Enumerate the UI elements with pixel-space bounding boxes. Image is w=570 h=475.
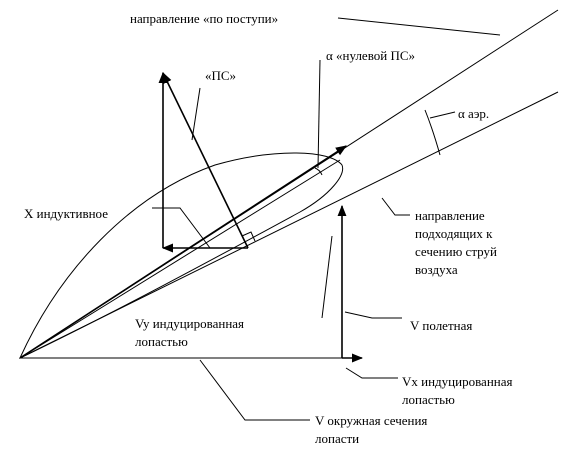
label-v-circumferential-1: V окружная сечения <box>315 413 427 428</box>
label-ps: «ПС» <box>205 68 236 83</box>
label-incoming-flow-4: воздуха <box>415 262 458 277</box>
label-vx-induced-2: лопастью <box>402 392 455 407</box>
label-incoming-flow-1: направление <box>415 208 485 223</box>
label-v-flight: V полетная <box>410 318 472 333</box>
label-incoming-flow-2: подходящих к <box>415 226 493 241</box>
label-flow-direction: направление «по поступи» <box>130 11 278 26</box>
label-vx-induced-1: Vx индуцированная <box>402 374 513 389</box>
label-vy-induced-2: лопастью <box>135 334 188 349</box>
alpha-aero-arc <box>424 109 441 156</box>
ps-force-arrow <box>162 71 249 249</box>
label-v-circumferential-2: лопасти <box>315 431 359 446</box>
leader-x-inductive <box>152 207 211 249</box>
alpha-zero-arc <box>314 167 323 176</box>
label-alpha-zero-ps: α «нулевой ПС» <box>326 48 415 63</box>
leader-v-circumferential <box>199 359 310 421</box>
leader-v-flight <box>344 311 402 319</box>
leader-ps <box>191 87 201 141</box>
label-alpha-aero: α аэр. <box>458 106 489 121</box>
leader-alpha-zero <box>317 59 321 169</box>
leader-vy <box>321 235 333 319</box>
leader-alpha-aero <box>429 111 456 119</box>
label-vy-induced-1: Vy индуцированная <box>135 316 244 331</box>
zero-lift-line <box>19 159 341 359</box>
label-x-inductive: X индуктивное <box>24 206 108 221</box>
leader-vx <box>345 367 398 379</box>
incoming-flow-line <box>19 91 559 359</box>
leader-incoming-flow <box>381 197 410 216</box>
airfoil-outline <box>18 152 344 360</box>
label-incoming-flow-3: сечению струй <box>415 244 497 259</box>
leader-flow-direction <box>337 17 501 36</box>
flow-direction-line <box>19 9 559 359</box>
right-angle-mark <box>241 231 256 242</box>
